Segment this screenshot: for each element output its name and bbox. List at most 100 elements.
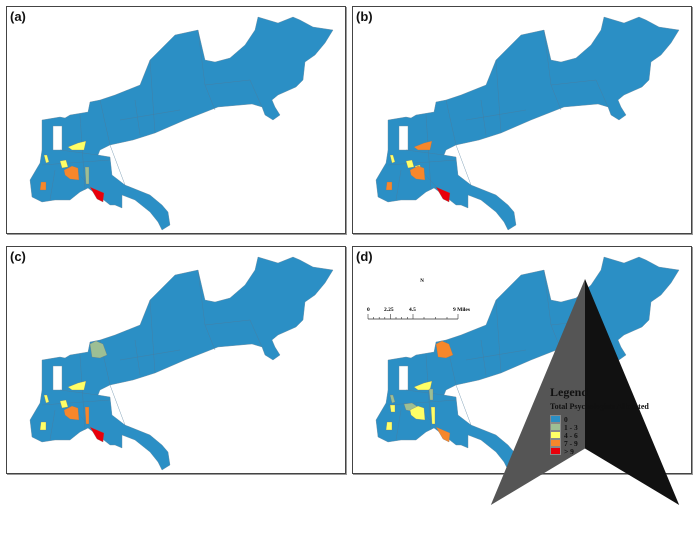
district-boundary <box>204 79 263 108</box>
scale-tick-label: 0 <box>367 307 370 313</box>
scale-bar: N 0 2.25 4.5 9 Miles <box>367 279 680 505</box>
district-boundary <box>465 349 527 361</box>
legend-label: > 9 <box>564 446 574 456</box>
district-boundary <box>49 409 56 441</box>
map-base-area <box>29 256 334 471</box>
allocated-district <box>385 181 393 191</box>
panel-label: (d) <box>356 249 373 264</box>
north-arrow-icon: N <box>416 279 680 505</box>
panel-label: (a) <box>10 9 26 24</box>
district-boundary <box>99 99 111 146</box>
legend-swatch <box>550 423 561 431</box>
legend-swatch <box>550 415 561 423</box>
district-boundary <box>41 159 111 166</box>
panel-label: (c) <box>10 249 26 264</box>
allocated-district <box>89 186 105 203</box>
district-boundary <box>109 144 126 186</box>
allocated-district <box>435 426 451 443</box>
allocated-district <box>43 154 50 164</box>
allocated-district <box>67 380 87 391</box>
legend-item: 1 - 3 <box>550 422 649 432</box>
district-boundary <box>425 114 432 191</box>
district-boundary <box>387 399 457 406</box>
district-boundary <box>465 109 527 121</box>
district-boundary <box>59 389 99 396</box>
district-boundary <box>149 59 156 134</box>
district-boundary <box>425 354 432 431</box>
allocated-district <box>59 399 69 409</box>
allocated-district <box>413 140 433 151</box>
scale-tick-label: 4.5 <box>409 307 416 313</box>
legend-item: 0 <box>550 415 649 424</box>
district-boundary <box>79 114 86 191</box>
district-boundary <box>149 299 156 374</box>
legend-item: 4 - 6 <box>550 431 649 440</box>
legend-item: 7 - 9 <box>550 438 649 448</box>
map-base-area <box>375 16 680 231</box>
allocated-district <box>63 405 80 421</box>
legend-swatch <box>550 431 561 439</box>
district-boundary <box>59 149 99 156</box>
city-map <box>29 16 334 231</box>
allocated-district <box>409 165 426 181</box>
allocated-district <box>389 154 396 164</box>
district-boundary <box>395 409 402 441</box>
scale-tick-label: 2.25 <box>384 307 394 313</box>
allocated-district <box>89 340 108 359</box>
allocated-district <box>84 166 90 185</box>
map-base-area <box>29 16 334 231</box>
legend-subtitle: Total Psychologists Allocated <box>550 402 649 411</box>
district-boundary <box>395 169 402 201</box>
allocated-district <box>63 165 80 181</box>
scale-tick-label: 9 Miles <box>453 307 470 313</box>
legend-label: 1 - 3 <box>564 422 578 432</box>
district-boundary <box>455 384 472 426</box>
allocated-district <box>43 394 50 404</box>
allocated-district <box>89 426 105 443</box>
allocated-district <box>385 421 393 431</box>
map-base-area <box>375 256 680 471</box>
district-boundary <box>119 109 181 121</box>
district-boundary <box>445 99 457 146</box>
allocated-district <box>39 181 47 191</box>
allocated-district <box>39 421 47 431</box>
city-map <box>375 256 680 471</box>
district-boundary <box>405 389 445 396</box>
map-panel-c: (c) <box>6 246 346 474</box>
district-boundary <box>204 319 263 348</box>
district-boundary <box>405 149 445 156</box>
district-boundary <box>495 59 502 134</box>
allocated-district <box>430 406 436 425</box>
allocated-district <box>435 340 454 359</box>
district-boundary <box>134 339 141 376</box>
district-boundary <box>480 339 487 376</box>
allocated-district <box>59 159 69 169</box>
allocated-district <box>413 380 433 391</box>
legend-title: Legend <box>550 385 589 399</box>
allocated-district <box>409 405 426 421</box>
district-boundary <box>134 99 141 136</box>
district-boundary <box>455 144 472 186</box>
district-boundary <box>79 354 86 431</box>
allocated-district <box>67 140 87 151</box>
district-boundary <box>109 384 126 426</box>
legend-swatch <box>550 447 561 455</box>
legend-label: 7 - 9 <box>564 438 578 448</box>
district-boundary <box>550 79 609 108</box>
district-boundary <box>387 159 457 166</box>
district-boundary <box>480 99 487 136</box>
city-map <box>375 16 680 231</box>
scale-bar-line <box>367 314 459 320</box>
allocated-district <box>405 159 415 169</box>
allocated-district <box>435 186 451 203</box>
allocated-district <box>428 388 434 401</box>
allocated-district <box>84 406 90 425</box>
map-panel-b: (b) <box>352 6 692 234</box>
allocated-district <box>389 394 396 404</box>
map-panel-a: (a) <box>6 6 346 234</box>
legend-swatch <box>550 439 561 447</box>
map-panel-d: N 0 2.25 4.5 9 Miles Legend Total Psycho… <box>352 246 692 505</box>
panel-label: (b) <box>356 9 373 24</box>
district-boundary <box>119 349 181 361</box>
